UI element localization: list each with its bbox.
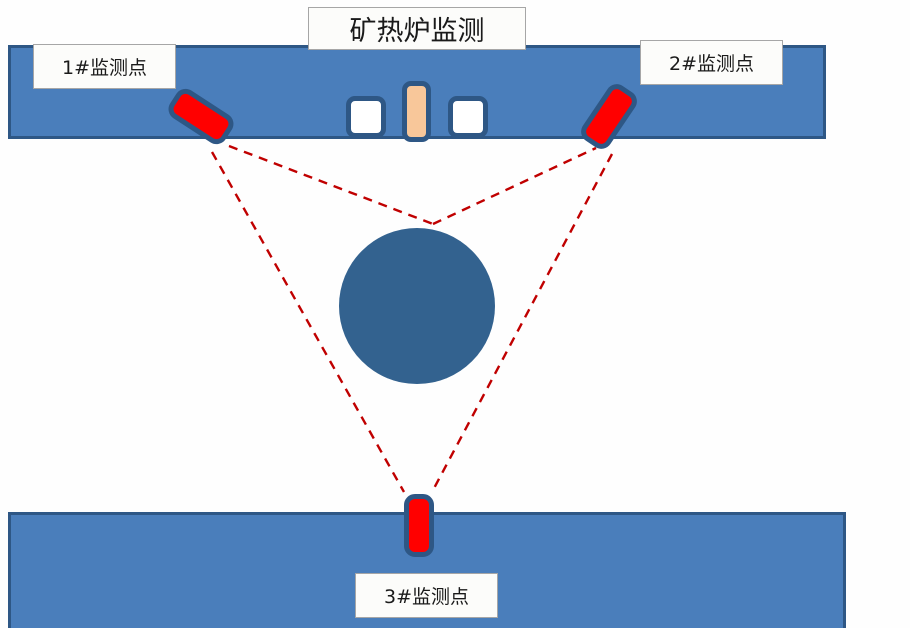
label-monitor-point-3: 3#监测点	[355, 573, 498, 618]
sensor-icon-monitor-point-3[interactable]	[404, 494, 434, 557]
diagram-title: 矿热炉监测	[308, 7, 526, 50]
electrode-port-left-icon	[346, 96, 386, 138]
furnace-core-icon	[339, 228, 495, 384]
label-monitor-point-2: 2#监测点	[640, 40, 783, 85]
label-monitor-point-1: 1#监测点	[33, 44, 176, 89]
sight-line-core-to-2	[432, 146, 597, 226]
electrode-port-center-icon	[402, 81, 431, 142]
sight-line-1-to-core	[228, 144, 434, 226]
electrode-port-right-icon	[448, 96, 488, 138]
